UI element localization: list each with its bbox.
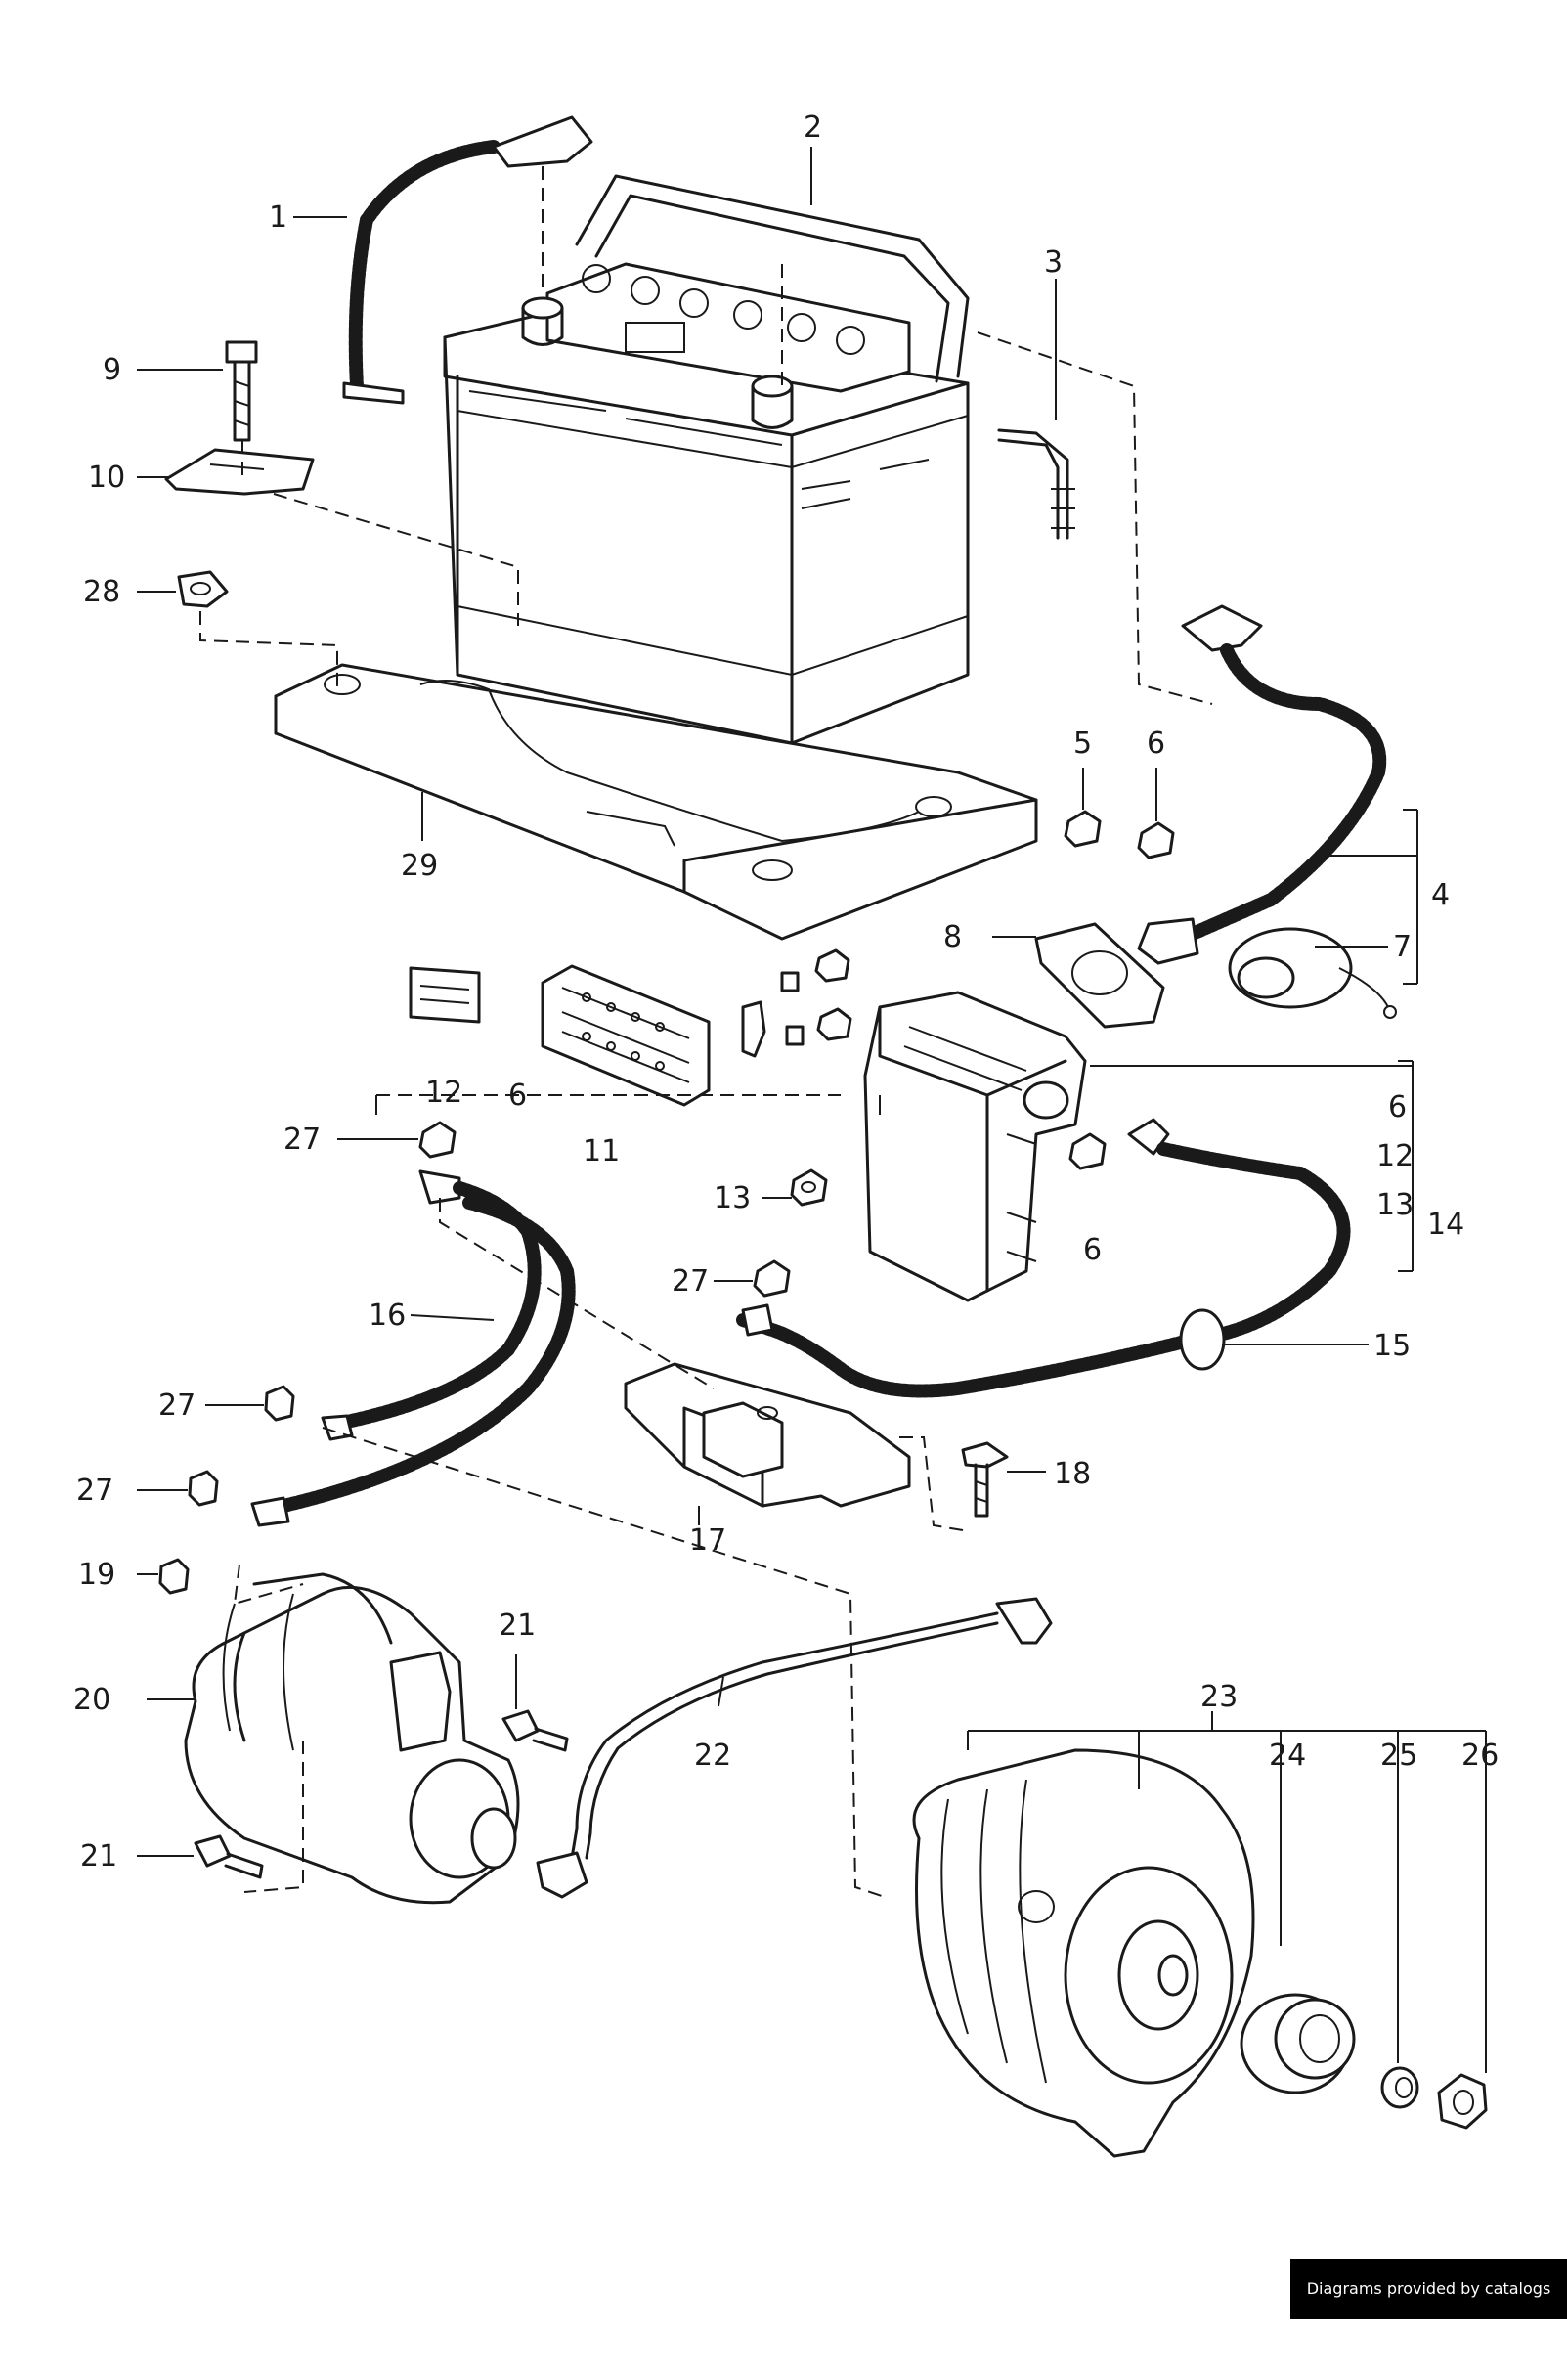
callout-26: 26 <box>1461 1739 1499 1773</box>
callout-27-c: 27 <box>158 1388 196 1423</box>
grommet-part-7[interactable] <box>1228 927 1397 1019</box>
callout-15: 15 <box>1373 1329 1411 1363</box>
nut-part-5[interactable] <box>1064 810 1102 848</box>
fuse-holder-bracket-part-17[interactable] <box>624 1362 911 1508</box>
bolt-part-21-top[interactable] <box>501 1709 569 1752</box>
nut-part-27-a[interactable] <box>418 1121 457 1159</box>
callout-24: 24 <box>1269 1739 1306 1773</box>
twin-cable-part-16[interactable] <box>250 1169 576 1527</box>
starter-motor-part-20[interactable] <box>184 1572 520 1905</box>
callout-14-member-13: 13 <box>1376 1188 1414 1222</box>
assembly-dash-lines <box>199 166 1213 1898</box>
pulley-part-24[interactable] <box>1240 1993 1356 2094</box>
fuse-box-part-14[interactable] <box>863 991 1087 1302</box>
gasket-part-8[interactable] <box>1034 922 1165 1029</box>
callout-14: 14 <box>1427 1208 1464 1242</box>
callout-3: 3 <box>1044 245 1063 280</box>
battery-terminal-positive <box>521 296 564 346</box>
battery-clamp-part-10[interactable] <box>164 448 315 496</box>
callout-6-right: 6 <box>1083 1233 1102 1267</box>
nut-part-19[interactable] <box>158 1558 190 1595</box>
bolt-part-18[interactable] <box>961 1441 1009 1518</box>
callout-labels: 1 2 3 4 5 6 7 8 9 10 11 12 6 13 6 12 13 … <box>73 110 1499 1873</box>
starter-cable-part-22[interactable] <box>536 1597 1053 1899</box>
alternator-part-23[interactable] <box>912 1748 1255 2158</box>
nut-part-27-b[interactable] <box>753 1259 791 1298</box>
callout-18: 18 <box>1054 1457 1091 1491</box>
battery-part-2[interactable] <box>443 174 970 745</box>
callout-14-member-12: 12 <box>1376 1139 1414 1173</box>
callout-21-top: 21 <box>499 1609 536 1643</box>
clamp-bolt-part-9[interactable] <box>225 340 258 442</box>
callout-11: 11 <box>583 1134 620 1168</box>
callout-8: 8 <box>943 920 962 954</box>
callout-4: 4 <box>1431 878 1450 912</box>
nut-part-6-top[interactable] <box>1137 821 1175 859</box>
diagram-credit-badge: Diagrams provided by catalogs parts <box>1290 2259 1567 2358</box>
callout-22: 22 <box>694 1739 731 1773</box>
callout-5: 5 <box>1073 727 1092 761</box>
callout-27-d: 27 <box>76 1474 113 1508</box>
leader-lines <box>137 147 1388 1857</box>
fuse-holes <box>582 992 665 1071</box>
battery-vent-caps <box>582 264 865 355</box>
main-battery-cable-part-4[interactable] <box>1137 604 1387 965</box>
callout-14-member-6: 6 <box>1388 1090 1407 1124</box>
callout-7: 7 <box>1393 930 1412 964</box>
callout-27-a: 27 <box>283 1123 321 1157</box>
callout-2: 2 <box>804 110 822 145</box>
callout-23: 23 <box>1200 1680 1238 1714</box>
label-plate-part-12[interactable] <box>409 966 481 1024</box>
small-terminals-part-6[interactable] <box>741 948 852 1058</box>
nut-part-13[interactable] <box>790 1168 828 1207</box>
callout-20: 20 <box>73 1683 110 1717</box>
nut-part-6-middle[interactable] <box>1068 1132 1107 1170</box>
fuse-carrier-part-11[interactable] <box>541 964 711 1107</box>
callout-27-b: 27 <box>672 1264 709 1299</box>
group-brackets <box>375 809 1487 2073</box>
callout-6-top: 6 <box>1147 727 1165 761</box>
callout-1: 1 <box>269 200 287 235</box>
battery-tray-part-29[interactable] <box>274 663 1038 941</box>
callout-19: 19 <box>78 1558 115 1592</box>
nut-part-26[interactable] <box>1437 2073 1488 2130</box>
washer-part-25[interactable] <box>1380 2066 1419 2109</box>
vent-elbow-part-3[interactable] <box>997 428 1075 540</box>
nut-part-27-c[interactable] <box>264 1385 295 1422</box>
callout-9: 9 <box>103 353 121 387</box>
callout-13: 13 <box>714 1181 751 1215</box>
callout-12: 12 <box>425 1076 462 1110</box>
nut-part-28[interactable] <box>177 570 229 608</box>
nut-part-27-d[interactable] <box>188 1470 219 1507</box>
callout-17: 17 <box>689 1523 726 1558</box>
callout-10: 10 <box>88 461 125 495</box>
callout-29: 29 <box>401 849 438 883</box>
callout-28: 28 <box>83 575 120 609</box>
exploded-parts-diagram: 1 2 3 4 5 6 7 8 9 10 11 12 6 13 6 12 13 … <box>73 110 1499 2158</box>
callout-21-bottom: 21 <box>80 1839 117 1873</box>
callout-16: 16 <box>369 1299 406 1333</box>
bolt-part-21-bottom[interactable] <box>194 1834 264 1879</box>
callout-25: 25 <box>1380 1739 1417 1773</box>
callout-6-left: 6 <box>508 1079 527 1113</box>
ground-cable-part-1[interactable] <box>342 115 593 405</box>
positive-cable-part-15[interactable] <box>736 1118 1351 1398</box>
